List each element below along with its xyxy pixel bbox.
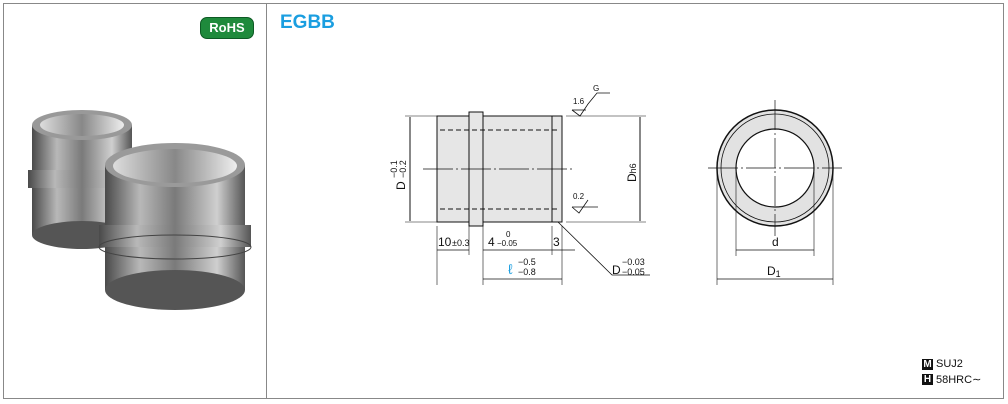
dim-dtip-tol-upper: −0.03 [622, 257, 645, 267]
dim-3: 3 [553, 235, 560, 249]
panel-divider [266, 3, 267, 399]
roughness-0-2: 0.2 [573, 192, 585, 201]
side-view [405, 92, 650, 285]
end-view [708, 100, 842, 285]
material-value: SUJ2 [936, 358, 963, 370]
dim-4-tol-lower: −0.05 [497, 239, 518, 248]
material-icon: M [922, 358, 933, 370]
product-frame [3, 3, 1004, 399]
roughness-g: G [593, 84, 599, 93]
large-bushing-image [98, 143, 252, 310]
dim-l: ℓ [508, 261, 513, 277]
dim-4-tol-upper: 0 [506, 230, 511, 239]
dim-d-left-tol-upper: −0.1 [389, 160, 399, 178]
roughness-1-6: 1.6 [573, 97, 585, 106]
dim-l-tol-upper: −0.5 [518, 257, 536, 267]
hardness-value: 58HRC∼ [936, 374, 982, 386]
dim-dtip: D [612, 263, 621, 277]
hardness-row: H 58HRC∼ [922, 373, 981, 386]
product-code-title: EGBB [280, 12, 335, 33]
side-view-labels: D −0.1 −0.2 Dh6 1.6 G 0.2 10 ±0.3 4 0 −0… [389, 84, 645, 277]
dim-d1: D1 [767, 264, 781, 279]
dim-dh6: Dh6 [625, 163, 639, 182]
dim-10-tol: ±0.3 [452, 238, 469, 248]
dim-small-d: d [772, 235, 779, 249]
dim-d-left: D [394, 181, 408, 190]
dim-10: 10 [438, 235, 452, 249]
material-row: M SUJ2 [922, 358, 963, 370]
dim-l-tol-lower: −0.8 [518, 267, 536, 277]
rohs-badge: RoHS [200, 17, 254, 39]
dim-d-left-tol-lower: −0.2 [398, 160, 408, 178]
dim-4: 4 [488, 235, 495, 249]
hardness-icon: H [922, 374, 933, 385]
dim-dtip-tol-lower: −0.05 [622, 267, 645, 277]
